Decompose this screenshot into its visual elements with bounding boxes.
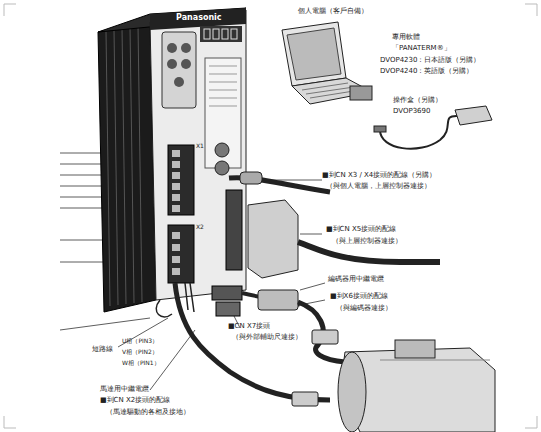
motor-cable [175, 283, 330, 400]
heatsink [98, 22, 156, 312]
heatsink-fins [106, 25, 142, 306]
phase-wires [185, 283, 194, 312]
x1-terminal-block [168, 145, 194, 215]
round-plug [240, 172, 262, 184]
callout-text: （馬達驅動的各相及接地） [106, 409, 190, 417]
callout-text: DVOP3690 [393, 108, 430, 116]
callout-text: ■到CN X3 / X4接頭的配線（另購） [322, 172, 436, 180]
callout-text: V相（PIN2） [122, 349, 158, 356]
label-lines [209, 66, 237, 106]
motor-connector [395, 340, 435, 358]
callout-text: 操作盒（另購） [393, 97, 442, 105]
motor-flange [338, 352, 366, 432]
terminal-screws [172, 232, 180, 275]
connector-name: X1 [196, 143, 204, 150]
x5-plug-hood [248, 200, 298, 278]
encoder-plug [258, 290, 298, 310]
connector-name: X2 [196, 224, 204, 231]
cable-joint [292, 392, 318, 406]
round-connector [215, 143, 229, 157]
floppy-disk [350, 86, 372, 100]
leader-line [118, 318, 168, 347]
keypad [162, 32, 196, 108]
brand-name: Panasonic [176, 14, 222, 23]
x6-connector [212, 286, 242, 300]
leader-line [60, 318, 150, 330]
callout-text: ■到CN X2接頭的配線 [100, 397, 170, 405]
short-wire [156, 300, 172, 317]
callout-text: DVOP4230：日本語版（另購） [380, 57, 480, 65]
callout-text: U相（PIN3） [122, 338, 158, 345]
leader-line [300, 234, 322, 235]
callout-text: （與編碼器連接） [336, 305, 392, 313]
round-connector [215, 161, 229, 175]
motor-edge [380, 360, 490, 361]
x2-terminal-block [168, 225, 194, 283]
callout-text: ■到CN X5接頭的配線 [326, 226, 396, 234]
keypad-buttons [167, 43, 191, 87]
terminal-screws [172, 150, 180, 212]
callout-text: （與個人電腦，上層控制器連接） [326, 183, 431, 191]
laptop-keyboard [292, 78, 372, 104]
callout-text: ■CN X7接頭 [228, 323, 270, 331]
display-digits [204, 29, 237, 39]
x7-connector [216, 302, 240, 316]
callout-text: W相（PIN1） [122, 360, 160, 367]
callout-text: 編碼器用中繼電纜 [328, 276, 384, 284]
leader-line [300, 283, 325, 290]
seven-segment-display [200, 26, 242, 42]
x5-connector [226, 190, 242, 270]
callout-text: DVOP4240：英語版（另購） [380, 68, 473, 76]
console-cable [380, 116, 458, 149]
callout-text: 「PANATERM®」 [392, 45, 451, 53]
laptop-display [287, 28, 341, 80]
callout-text: 短路線 [92, 346, 113, 354]
laptop-screen [282, 22, 346, 86]
operator-console [455, 106, 492, 125]
callout-text: ■到X6接頭的配線 [330, 293, 388, 301]
callout-text: 專用軟體 [392, 34, 420, 42]
callout-text: （與外部輔助尺連接） [232, 334, 302, 342]
cable-joint [312, 330, 338, 344]
label-plate [205, 58, 241, 168]
driver-front-panel [150, 10, 246, 300]
console-plug [374, 126, 386, 132]
callout-text: 個人電腦（客戶自備） [298, 8, 368, 16]
callout-text: （與上層控制器連接） [332, 238, 402, 246]
callout-text: 馬達用中繼電纜 [100, 386, 149, 394]
